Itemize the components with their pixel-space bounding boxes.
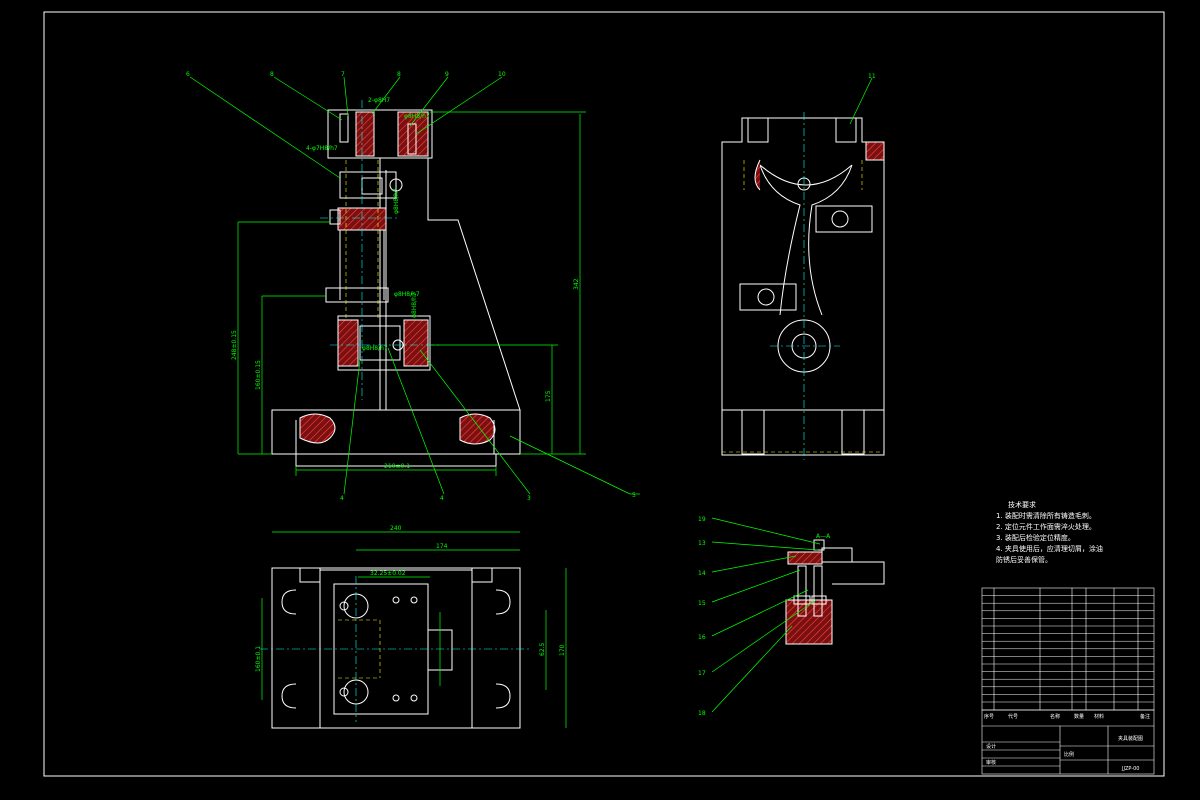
dim-label-6: φ8H8/h7 (411, 292, 418, 318)
top-labels: 240 174 32.25±0.02 160±0.1 62.5 170 (255, 525, 566, 672)
tb-designer: 设计 (986, 743, 996, 750)
dim-160-top: 160±0.1 (255, 646, 262, 672)
top-hidden-lines (338, 619, 381, 679)
tb-check: 审核 (986, 759, 996, 766)
front-dimensions (189, 76, 640, 495)
balloon-3: 3 (527, 495, 531, 502)
dim-label-2: φ8H8/h7 (404, 113, 430, 120)
balloon-6: 6 (186, 71, 190, 78)
detail-leaders (711, 517, 821, 713)
detail-section (785, 539, 885, 645)
dim-248: 248±0.15 (231, 330, 238, 360)
note-item-2: 2. 定位元件工作面需淬火处理。 (996, 523, 1096, 531)
tb-remark: 备注 (1140, 713, 1150, 720)
balloon-18: 18 (698, 710, 706, 717)
balloon-11: 11 (868, 73, 876, 80)
balloon-4b: 4 (440, 495, 444, 502)
note-item-5: 防锈后妥善保管。 (996, 556, 1052, 564)
dim-342: 342 (573, 278, 580, 290)
balloon-15: 15 (698, 600, 706, 607)
tb-drawing-name: 夹具装配图 (1118, 735, 1143, 742)
dim-240: 240 (390, 525, 402, 532)
front-labels: 6 8 7 8 9 10 4 4 3 5 2-φ8H7 φ8H8/h7 4-φ7… (186, 71, 636, 502)
balloon-19: 19 (698, 516, 706, 523)
title-block-text: 序号 代号 名称 数量 材料 备注 设计 审核 比例 夹具装配图 JJZP-00 (984, 713, 1150, 772)
tb-code: 代号 (1008, 713, 1018, 720)
side-hidden-lines (722, 160, 884, 453)
detail-labels: A—A 19 13 14 15 16 17 18 (698, 516, 831, 717)
balloon-16: 16 (698, 634, 706, 641)
section-label: A—A (816, 533, 831, 540)
side-centerlines (770, 112, 840, 460)
side-view (721, 117, 885, 456)
sheet-border (43, 11, 1165, 777)
balloon-17: 17 (698, 670, 706, 677)
dim-label-1: 2-φ8H7 (368, 97, 390, 104)
dim-32-25: 32.25±0.02 (370, 570, 406, 577)
balloon-14: 14 (698, 570, 706, 577)
dim-170: 170 (559, 644, 566, 656)
front-hidden-lines (345, 160, 379, 320)
tb-drawing-no: JJZP-00 (1121, 766, 1139, 772)
front-centerlines (320, 100, 440, 400)
tb-name: 名称 (1050, 713, 1060, 720)
balloon-8a: 8 (270, 71, 274, 78)
balloon-8b: 8 (397, 71, 401, 78)
dim-62-5: 62.5 (539, 642, 546, 656)
top-centerlines (260, 576, 530, 722)
front-view (271, 109, 521, 467)
balloon-7: 7 (341, 71, 345, 78)
dim-210: 210±0.1 (384, 463, 410, 470)
tb-qty: 数量 (1074, 713, 1084, 720)
note-item-3: 3. 装配后检验定位精度。 (996, 534, 1075, 542)
note-item-4: 4. 夹具使用后，应清理切屑，涂油 (996, 545, 1103, 553)
dim-174: 174 (436, 543, 448, 550)
note-item-1: 1. 装配时需清除所有铸造毛刺。 (996, 512, 1096, 520)
dim-label-7: φ8H8/h7 (362, 345, 388, 352)
dim-label-4: φ8H8/h7 (393, 188, 400, 214)
tb-seq: 序号 (984, 713, 994, 720)
balloon-9: 9 (445, 71, 449, 78)
balloon-10: 10 (498, 71, 506, 78)
balloon-4a: 4 (340, 495, 344, 502)
top-dimensions (261, 531, 567, 728)
balloon-13: 13 (698, 540, 706, 547)
technical-notes: 技术要求 1. 装配时需清除所有铸造毛刺。 2. 定位元件工作面需淬火处理。 3… (996, 500, 1156, 566)
dim-label-3: 4-φ7H8/h7 (306, 145, 338, 152)
dim-label-5: φ8H8/h7 (394, 291, 420, 298)
balloon-5: 5 (632, 492, 636, 499)
tb-material: 材料 (1094, 713, 1104, 720)
parts-list-rows (982, 595, 1154, 703)
notes-title: 技术要求 (1008, 501, 1036, 509)
dim-175: 175 (545, 390, 552, 402)
top-view (271, 567, 521, 729)
tb-scale: 比例 (1064, 751, 1074, 758)
title-block (981, 709, 1155, 775)
dim-160: 160±0.15 (255, 360, 262, 390)
